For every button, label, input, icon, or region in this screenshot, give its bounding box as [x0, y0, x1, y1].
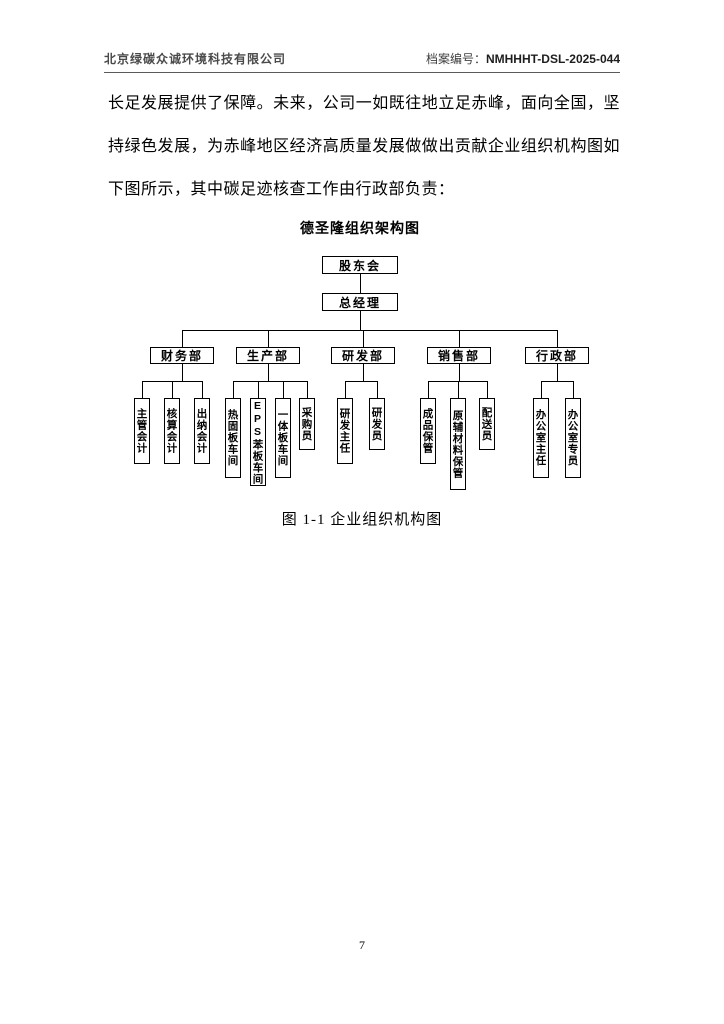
connector-line — [233, 381, 308, 382]
connector-line — [557, 330, 558, 347]
connector-line — [487, 381, 488, 398]
org-chart-title: 德圣隆组织架构图 — [300, 220, 420, 236]
connector-line — [142, 381, 143, 398]
role-box-cashier-accountant: 出纳会计 — [194, 398, 210, 464]
connector-line — [258, 381, 259, 398]
role-box-integrated-board-workshop: 一体板车间 — [275, 398, 291, 478]
page-header: 北京绿碳众诚环境科技有限公司 档案编号：NMHHHT-DSL-2025-044 — [104, 50, 620, 67]
connector-line — [182, 330, 183, 347]
connector-line — [268, 330, 269, 347]
dept-box-sales: 销售部 — [427, 347, 491, 364]
connector-line — [428, 381, 429, 398]
role-box-rnd-staff: 研发员 — [369, 398, 385, 450]
org-chart: 德圣隆组织架构图 股东会 总经理 财务部 生产部 研发部 销售部 行政部 — [110, 218, 610, 498]
connector-line — [283, 381, 284, 398]
role-box-purchaser: 采购员 — [299, 398, 315, 450]
connector-line — [182, 330, 558, 331]
connector-line — [459, 364, 460, 381]
connector-line — [541, 381, 542, 398]
role-box-cost-accountant: 核算会计 — [164, 398, 180, 464]
role-box-thermoset-workshop: 热固板车间 — [225, 398, 241, 478]
role-box-dispatcher: 配送员 — [479, 398, 495, 450]
org-manager-box: 总经理 — [322, 293, 398, 311]
connector-line — [557, 364, 558, 381]
dept-box-production: 生产部 — [236, 347, 300, 364]
role-box-product-keeper: 成品保管 — [420, 398, 436, 464]
header-rule — [104, 72, 620, 73]
page-number: 7 — [359, 938, 365, 952]
connector-line — [182, 364, 183, 381]
connector-line — [541, 381, 574, 382]
connector-line — [377, 381, 378, 398]
company-name: 北京绿碳众诚环境科技有限公司 — [104, 52, 287, 66]
org-root-box: 股东会 — [322, 256, 398, 274]
connector-line — [345, 381, 346, 398]
connector-line — [573, 381, 574, 398]
role-box-material-keeper: 原辅材料保管 — [450, 398, 466, 490]
connector-line — [233, 381, 234, 398]
role-box-chief-accountant: 主管会计 — [134, 398, 150, 464]
dept-box-admin: 行政部 — [525, 347, 589, 364]
file-number-label: 档案编号： — [425, 52, 486, 66]
connector-line — [345, 381, 378, 382]
connector-line — [458, 381, 459, 398]
dept-box-rnd: 研发部 — [331, 347, 395, 364]
connector-line — [268, 364, 269, 381]
file-number: 档案编号：NMHHHT-DSL-2025-044 — [426, 50, 620, 67]
role-box-office-director: 办公室主任 — [533, 398, 549, 478]
figure-caption: 图 1-1 企业组织机构图 — [281, 512, 443, 528]
role-box-rnd-director: 研发主任 — [337, 398, 353, 464]
connector-line — [202, 381, 203, 398]
connector-line — [307, 381, 308, 398]
role-box-office-clerk: 办公室专员 — [565, 398, 581, 478]
connector-line — [172, 381, 173, 398]
body-paragraph: 长足发展提供了保障。未来，公司一如既往地立足赤峰，面向全国，坚持绿色发展，为赤峰… — [108, 95, 620, 198]
connector-line — [360, 311, 361, 330]
dept-box-finance: 财务部 — [150, 347, 214, 364]
connector-line — [360, 274, 361, 293]
role-box-eps-workshop: EPS苯板车间 — [250, 398, 266, 486]
file-number-value: NMHHHT-DSL-2025-044 — [485, 52, 620, 66]
connector-line — [363, 330, 364, 347]
connector-line — [363, 364, 364, 381]
connector-line — [459, 330, 460, 347]
